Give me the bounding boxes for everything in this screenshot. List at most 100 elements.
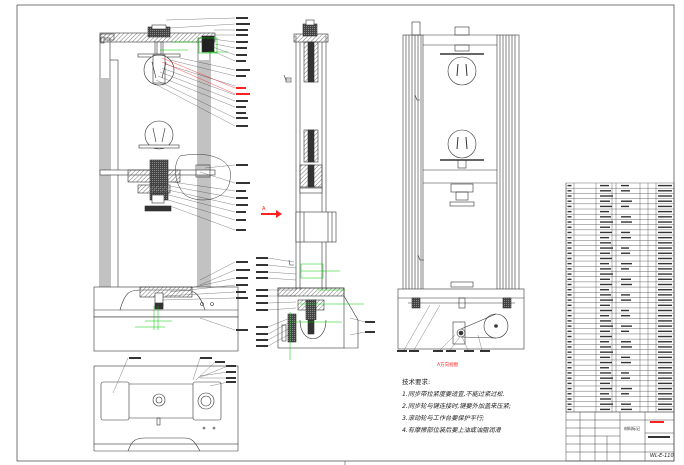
parts-list-material (621, 190, 630, 192)
parts-list-name (600, 205, 612, 208)
parts-list-code (658, 335, 672, 338)
parts-list-code (658, 367, 672, 369)
parts-list-number (567, 195, 572, 197)
parts-list-number (567, 200, 572, 202)
parts-list-name (600, 273, 613, 275)
title-block (565, 411, 675, 462)
parts-list-code (658, 361, 672, 364)
parts-list-material (621, 200, 632, 202)
parts-list-number (567, 221, 572, 223)
parts-list-number (567, 268, 572, 270)
parts-list-name (600, 210, 609, 213)
view-label: A方向视图 (437, 363, 459, 368)
parts-list-code (658, 190, 672, 192)
base-top-view (93, 357, 239, 452)
parts-list-name (600, 294, 611, 296)
parts-list-material (621, 372, 629, 374)
parts-list-code (658, 294, 672, 296)
parts-list-name (600, 216, 611, 218)
parts-list-name (600, 278, 610, 280)
parts-list-code (658, 278, 672, 280)
parts-list-number (567, 236, 572, 239)
parts-list-number (567, 288, 572, 291)
parts-list-code (658, 346, 672, 348)
parts-list-number (567, 304, 572, 307)
parts-list-name (600, 335, 612, 338)
parts-list-name (600, 200, 610, 202)
parts-list-material (621, 346, 632, 348)
parts-list-material (621, 205, 629, 208)
view-arrow-a: A (261, 206, 282, 218)
parts-list-name (600, 382, 610, 385)
parts-list-number (567, 351, 572, 353)
parts-list-code (658, 382, 672, 385)
front-section-view (93, 17, 250, 352)
parts-list-code (658, 221, 672, 223)
parts-list-material (621, 315, 630, 317)
parts-list-material (621, 377, 630, 379)
parts-list-code (658, 226, 672, 228)
parts-list-material (621, 309, 629, 312)
parts-list-code (658, 195, 672, 197)
parts-list-code (658, 309, 672, 312)
parts-list-name (600, 252, 610, 254)
parts-list-number (567, 247, 572, 249)
parts-list-material (621, 262, 632, 265)
parts-list-number (567, 294, 572, 296)
parts-list-code (658, 268, 672, 270)
parts-list-code (658, 205, 672, 208)
parts-list-number (567, 320, 572, 322)
parts-list-name (600, 190, 611, 192)
parts-list-code (658, 398, 672, 400)
parts-list-code (658, 393, 672, 395)
parts-list-code (658, 216, 672, 218)
parts-list-code (658, 408, 672, 411)
parts-list-name (600, 361, 612, 364)
parts-list-number (567, 299, 572, 301)
parts-list-name (600, 283, 612, 286)
drawing-number: WL-E-110 (650, 453, 674, 459)
parts-list-number (567, 262, 572, 265)
parts-list (565, 182, 675, 413)
technical-requirement-item: 2.同步轮与键连接时,键要外加盖来压紧; (402, 403, 511, 410)
parts-list-number (567, 216, 572, 218)
parts-list-code (658, 257, 672, 260)
technical-requirement-item: 1.同步带拉紧度要适宜,不能过紧过松. (402, 391, 505, 398)
parts-list-number (567, 226, 572, 228)
parts-list-material (621, 216, 631, 218)
rear-view (397, 21, 525, 352)
parts-list-name (600, 299, 613, 301)
parts-list-code (658, 330, 672, 333)
parts-list-number (567, 205, 572, 208)
parts-list-material (621, 294, 630, 296)
parts-list-name (600, 242, 611, 244)
parts-list-number (567, 252, 572, 254)
parts-list-number (567, 335, 572, 338)
parts-list-name (600, 341, 609, 343)
parts-list-material (621, 387, 632, 390)
parts-list-material (621, 341, 631, 343)
parts-list-material (621, 184, 629, 187)
technical-requirement-item: 3.滚动轮与工作台要保护平行; (402, 415, 485, 422)
parts-list-name (600, 356, 610, 359)
parts-list-name (600, 231, 612, 234)
parts-list-material (621, 361, 631, 364)
parts-list-material (621, 221, 632, 223)
parts-list-number (567, 367, 572, 369)
parts-list-code (658, 299, 672, 301)
parts-list-number (567, 278, 572, 280)
parts-list-code (658, 200, 672, 202)
arrow-label: A (262, 206, 266, 212)
parts-list-name (600, 268, 611, 270)
parts-list-name (600, 304, 610, 307)
parts-list-name (600, 372, 611, 374)
parts-list-number (567, 403, 572, 405)
parts-list-number (567, 341, 572, 343)
parts-list-name (600, 288, 609, 291)
parts-list-number (567, 393, 572, 395)
parts-list-name (600, 247, 613, 249)
parts-list-code (658, 320, 672, 322)
parts-list-code (658, 403, 672, 405)
parts-list-name (600, 367, 609, 369)
